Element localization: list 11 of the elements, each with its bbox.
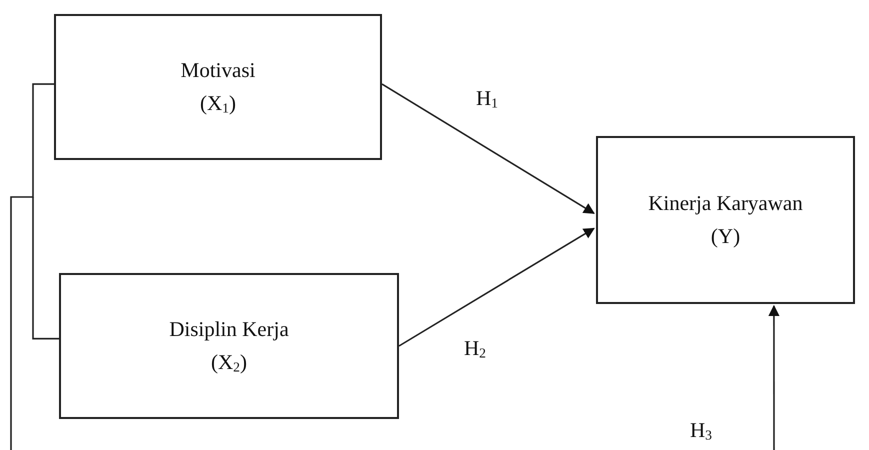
variable-box (59, 273, 399, 419)
connector-line (10, 83, 54, 450)
box-label: Motivasi (X$_{1}$) (180, 57, 256, 118)
connector-line (32, 197, 59, 340)
box-label: Disiplin Kerja (X$_{2}$) (168, 316, 290, 377)
variable-box (596, 136, 855, 304)
arrow (382, 83, 595, 214)
arrow (768, 304, 780, 450)
box-label: Kinerja Karyawan (Y) (647, 190, 804, 250)
arrow (398, 228, 595, 347)
variable-box (54, 14, 382, 160)
